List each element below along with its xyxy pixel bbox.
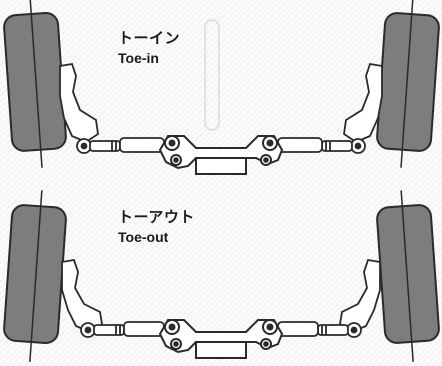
toe-out-label-jp: トーアウト [118, 208, 195, 226]
toe-out-left-knuckle [61, 258, 103, 338]
toe-in-right-knuckle [343, 62, 383, 154]
toe-out-diagram [3, 190, 440, 362]
toe-out-tie-rods [93, 321, 349, 337]
toe-in-label-jp: トーイン [118, 29, 181, 47]
toe-in-right-tire [376, 0, 440, 168]
toe-in-center-link [158, 135, 284, 175]
toe-in-diagram [3, 0, 440, 175]
toe-in-label-en: Toe-in [118, 50, 159, 66]
toe-out-center-link [158, 319, 284, 359]
background-strut [204, 19, 220, 131]
toe-out-label-en: Toe-out [118, 229, 169, 245]
toe-in-left-tire [3, 0, 67, 168]
toe-out-right-knuckle [339, 258, 381, 338]
toe-out-right-tire [376, 190, 440, 362]
